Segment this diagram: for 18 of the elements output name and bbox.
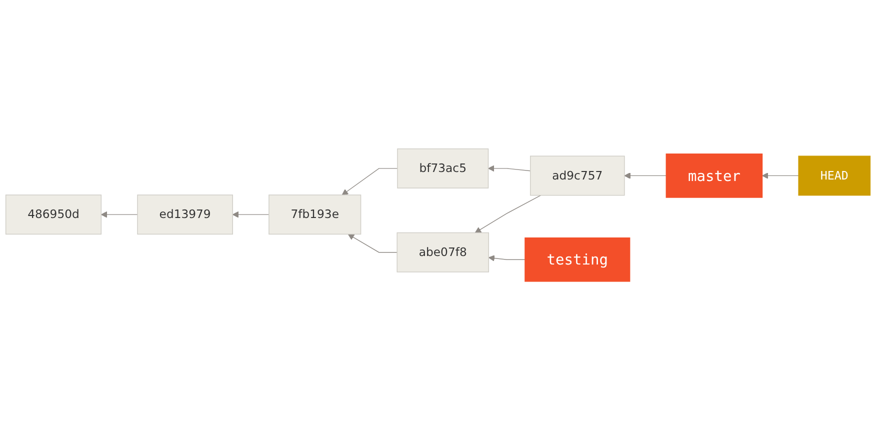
node-box: bf73ac5 — [397, 148, 489, 189]
arrow — [488, 166, 531, 172]
node-box: testing — [524, 238, 630, 282]
node-box: abe07f8 — [396, 232, 490, 273]
node-box: ad9c757 — [530, 156, 625, 196]
node-box: 7fb193e — [268, 194, 362, 235]
arrow — [488, 255, 526, 262]
arrow — [474, 195, 542, 234]
node-box: master — [666, 154, 763, 198]
node-box: 486950d — [5, 194, 102, 235]
arrow — [348, 234, 398, 254]
arrow — [342, 168, 398, 196]
arrow — [232, 212, 270, 218]
node-box: HEAD — [798, 156, 871, 196]
node-box: ed13979 — [137, 194, 233, 235]
arrow — [624, 172, 667, 180]
arrow — [100, 212, 138, 218]
arrow — [762, 172, 799, 180]
